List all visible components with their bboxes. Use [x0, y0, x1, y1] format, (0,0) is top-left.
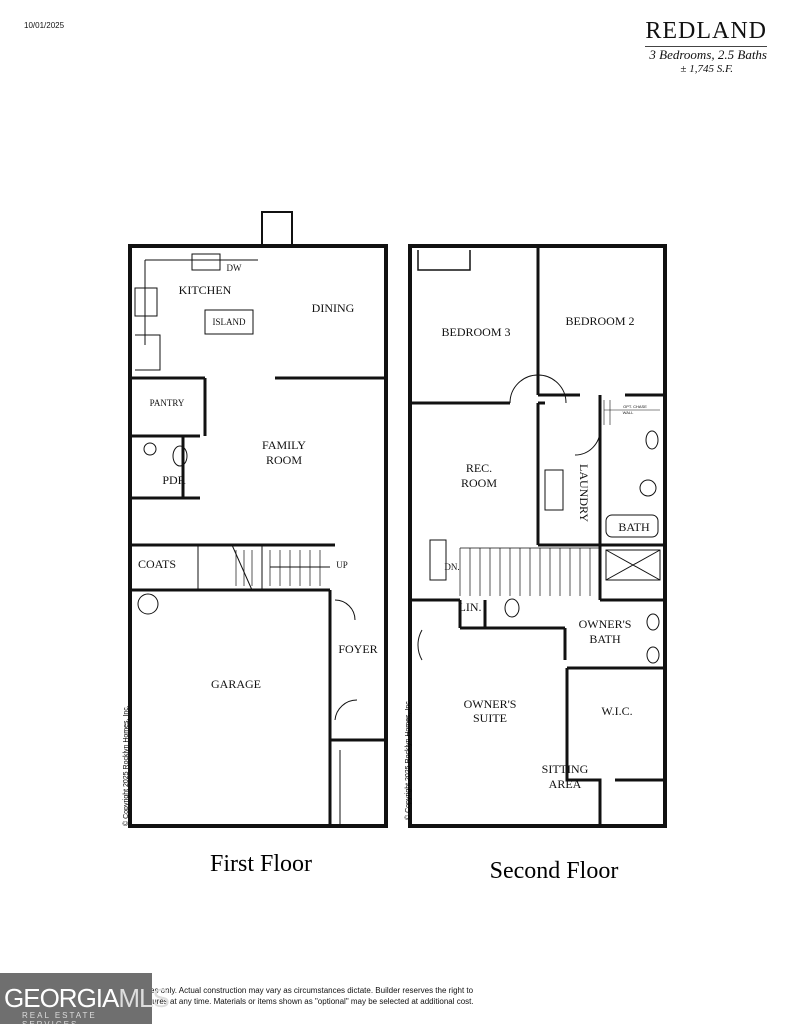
plan-area: ± 1,745 S.F.	[680, 63, 733, 75]
logo-tagline: REAL ESTATE SERVICES	[22, 1011, 97, 1024]
label-island: ISLAND	[213, 317, 246, 327]
plan-summary: 3 Bedrooms, 2.5 Baths	[649, 47, 767, 62]
room-owners-suite-line2: SUITE	[473, 711, 507, 725]
label-dw: DW	[227, 263, 242, 273]
room-laundry: LAUNDRY	[577, 464, 591, 522]
room-rec-line2: ROOM	[461, 476, 497, 490]
label-up: UP	[336, 560, 348, 570]
room-linen: LIN.	[459, 600, 482, 614]
room-dining: DINING	[312, 301, 355, 315]
label-chase-1: OPT. CHASE	[623, 404, 647, 409]
room-pdr: PDR	[162, 473, 185, 487]
room-family-line2: ROOM	[266, 453, 302, 467]
room-garage: GARAGE	[211, 677, 261, 691]
georgia-mls-logo: GEORGIAMLS REAL ESTATE SERVICES	[0, 973, 170, 1024]
room-wic: W.I.C.	[601, 704, 632, 718]
room-owners-bath-line1: OWNER'S	[579, 617, 632, 631]
room-foyer: FOYER	[338, 642, 377, 656]
room-bath: BATH	[618, 520, 650, 534]
room-rec-line1: REC.	[466, 461, 492, 475]
room-owners-bath-line2: BATH	[589, 632, 621, 646]
room-kitchen: KITCHEN	[179, 283, 232, 297]
second-floor-labels: BEDROOM 3 BEDROOM 2 OPT. CHASE WALL REC.…	[404, 314, 650, 884]
disclaimer-line2: tures at any time. Materials or items sh…	[150, 997, 474, 1006]
plan-title-block: REDLAND 3 Bedrooms, 2.5 Baths ± 1,745 S.…	[645, 18, 767, 75]
label-dn: DN.	[444, 562, 459, 572]
plan-name: REDLAND	[645, 18, 767, 47]
second-floor-title: Second Floor	[490, 858, 619, 884]
room-bedroom3: BEDROOM 3	[441, 325, 510, 339]
room-sitting-line2: AREA	[549, 777, 582, 791]
disclaimer: es only. Actual construction may vary as…	[150, 985, 474, 1007]
room-coats: COATS	[138, 557, 176, 571]
first-floor-walls	[128, 211, 388, 828]
first-floor-labels: KITCHEN DW ISLAND DINING PANTRY FAMILY R…	[122, 263, 378, 877]
room-bedroom2: BEDROOM 2	[565, 314, 634, 328]
room-family-line1: FAMILY	[262, 438, 306, 452]
room-sitting-line1: SITTING	[542, 762, 589, 776]
date: 10/01/2025	[24, 21, 65, 30]
room-pantry: PANTRY	[150, 398, 185, 408]
room-owners-suite-line1: OWNER'S	[464, 697, 517, 711]
logo-wordmark: GEORGIAMLS	[4, 983, 170, 1013]
disclaimer-line1: es only. Actual construction may vary as…	[150, 986, 474, 995]
copyright-second: © Copyright 2025 Rocklyn Homes, Inc.	[404, 699, 412, 820]
copyright-first: © Copyright 2025 Rocklyn Homes, Inc.	[122, 705, 130, 826]
second-floor-walls	[408, 244, 667, 828]
first-floor-title: First Floor	[210, 851, 312, 877]
label-chase-2: WALL	[623, 410, 635, 415]
